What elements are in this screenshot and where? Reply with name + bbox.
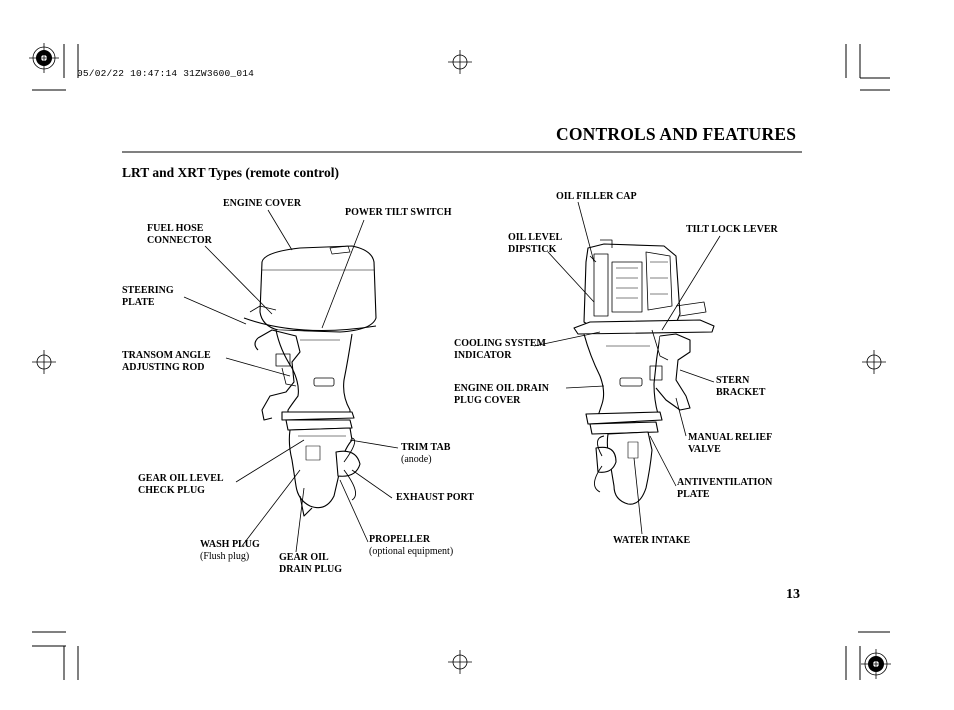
- label-wash-plug: WASH PLUG (Flush plug): [200, 539, 260, 562]
- label-manual-relief-valve: MANUAL RELIEF VALVE: [688, 432, 773, 455]
- label-oil-filler-cap: OIL FILLER CAP: [556, 191, 637, 202]
- section-title: LRT and XRT Types (remote control): [122, 165, 339, 180]
- page-title: CONTROLS AND FEATURES: [556, 124, 797, 144]
- label-tilt-lock-lever: TILT LOCK LEVER: [686, 224, 778, 235]
- label-antiventilation-plate: ANTIVENTILATION PLATE: [677, 477, 773, 500]
- label-fuel-hose-connector: FUEL HOSE CONNECTOR: [147, 223, 212, 246]
- label-steering-plate: STEERING PLATE: [122, 285, 174, 308]
- outboard-internal-illustration: [573, 239, 715, 505]
- print-stamp: 05/02/22 10:47:14 31ZW3600_014: [77, 68, 255, 79]
- label-cooling-system-indicator: COOLING SYSTEM INDICATOR: [454, 338, 546, 361]
- label-trim-tab: TRIM TAB (anode): [401, 442, 451, 465]
- registration-starburst-icon: [28, 42, 60, 74]
- registration-starburst-icon: [860, 648, 892, 680]
- label-gear-oil-drain-plug: GEAR OIL DRAIN PLUG: [279, 552, 343, 575]
- registration-crosshair-icon: [447, 649, 473, 675]
- label-propeller: PROPELLER (optional equipment): [369, 534, 454, 557]
- label-power-tilt-switch: POWER TILT SWITCH: [345, 207, 452, 218]
- label-engine-cover: ENGINE COVER: [223, 198, 302, 209]
- label-oil-level-dipstick: OIL LEVEL DIPSTICK: [508, 232, 563, 255]
- label-exhaust-port: EXHAUST PORT: [396, 492, 475, 503]
- page-number: 13: [786, 587, 800, 602]
- registration-crosshair-icon: [861, 349, 887, 375]
- registration-crosshair-icon: [447, 49, 473, 75]
- outboard-exterior-illustration: [243, 245, 377, 517]
- label-engine-oil-drain-plug-cover: ENGINE OIL DRAIN PLUG COVER: [454, 383, 550, 406]
- label-water-intake: WATER INTAKE: [613, 535, 691, 546]
- label-gear-oil-level-check-plug: GEAR OIL LEVEL CHECK PLUG: [138, 473, 224, 496]
- label-stern-bracket: STERN BRACKET: [716, 375, 766, 398]
- registration-crosshair-icon: [31, 349, 57, 375]
- label-transom-angle-adjusting-rod: TRANSOM ANGLE ADJUSTING ROD: [122, 350, 211, 373]
